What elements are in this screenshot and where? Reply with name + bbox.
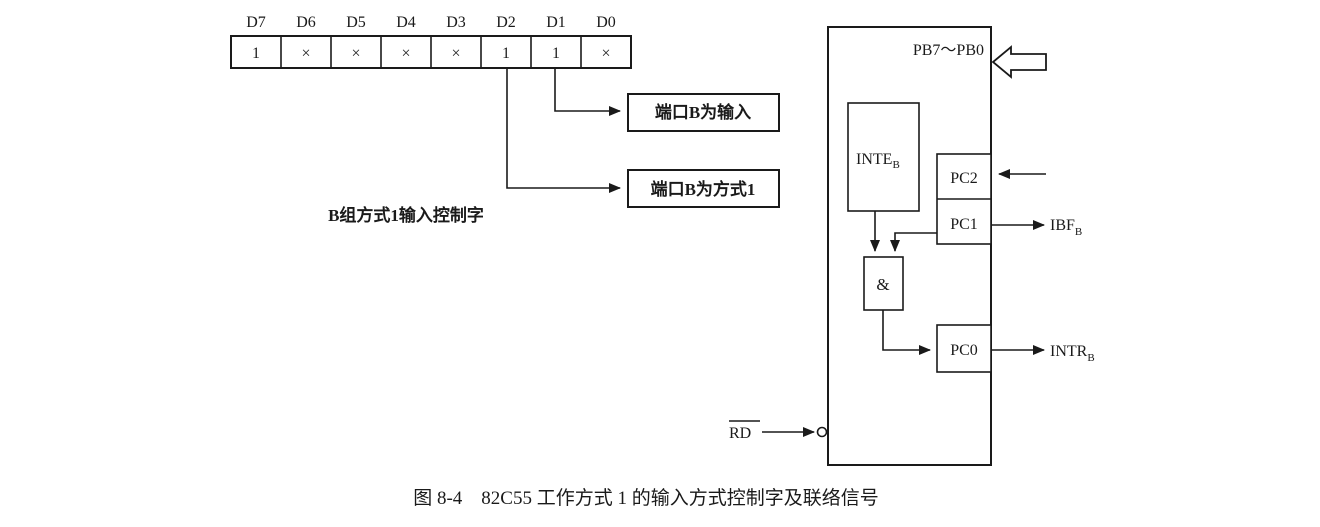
bit-headers: D7 D6 D5 D4 D3 D2 D1 D0: [246, 14, 616, 31]
pc0-label: PC0: [950, 342, 978, 359]
bit-value-d5: ×: [351, 45, 360, 62]
inte-b-label: INTEB: [856, 151, 900, 171]
bit-value-d1: 1: [552, 45, 560, 62]
and-to-pc0-arrow: [882, 310, 931, 355]
rd-inversion-bubble: [816, 426, 828, 438]
bit-value-d6: ×: [301, 45, 310, 62]
control-word-label: B组方式1输入控制字: [328, 205, 484, 225]
bit-value-d4: ×: [401, 45, 410, 62]
bit-header-d3: D3: [446, 14, 466, 31]
pc1-to-and-arrow: [890, 232, 937, 252]
and-gate-symbol: &: [876, 275, 889, 294]
bit-value-d0: ×: [601, 45, 610, 62]
port-b-input-box: [627, 93, 780, 132]
bit-cells: 1 × × × × 1 1 ×: [230, 35, 632, 69]
bit-header-d0: D0: [596, 14, 616, 31]
pc2-label: PC2: [950, 170, 978, 187]
bit-value-d3: ×: [451, 45, 460, 62]
port-b-mode1-label: 端口B为方式1: [651, 179, 756, 199]
bit-value-d2: 1: [502, 45, 510, 62]
ibf-b-label: IBFB: [1050, 217, 1082, 238]
figure-caption: 图 8-4 82C55 工作方式 1 的输入方式控制字及联络信号: [413, 487, 879, 509]
d2-connector: [506, 68, 621, 193]
bit-header-d2: D2: [496, 14, 516, 31]
pc1-label: PC1: [950, 216, 978, 233]
bit-header-d7: D7: [246, 14, 266, 31]
pc0-box: [936, 324, 992, 373]
pb-input-arrow: [991, 45, 1047, 79]
pb-port-label: PB7～PB0: [913, 42, 984, 59]
rd-label: RD: [729, 425, 751, 442]
port-b-input-label: 端口B为输入: [655, 102, 751, 122]
bit-header-d4: D4: [396, 14, 416, 31]
inte-b-box: [847, 102, 920, 212]
bit-header-d5: D5: [346, 14, 366, 31]
port-b-mode1-box: [627, 169, 780, 208]
bit-header-d6: D6: [296, 14, 316, 31]
bit-value-d7: 1: [252, 45, 260, 62]
control-word: D7 D6 D5 D4 D3 D2 D1 D0 1 × × × × 1 1 ×: [230, 14, 632, 69]
d1-connector: [554, 68, 621, 116]
bit-header-d1: D1: [546, 14, 566, 31]
intr-b-label: INTRB: [1050, 343, 1095, 364]
chip-body: [827, 26, 992, 466]
